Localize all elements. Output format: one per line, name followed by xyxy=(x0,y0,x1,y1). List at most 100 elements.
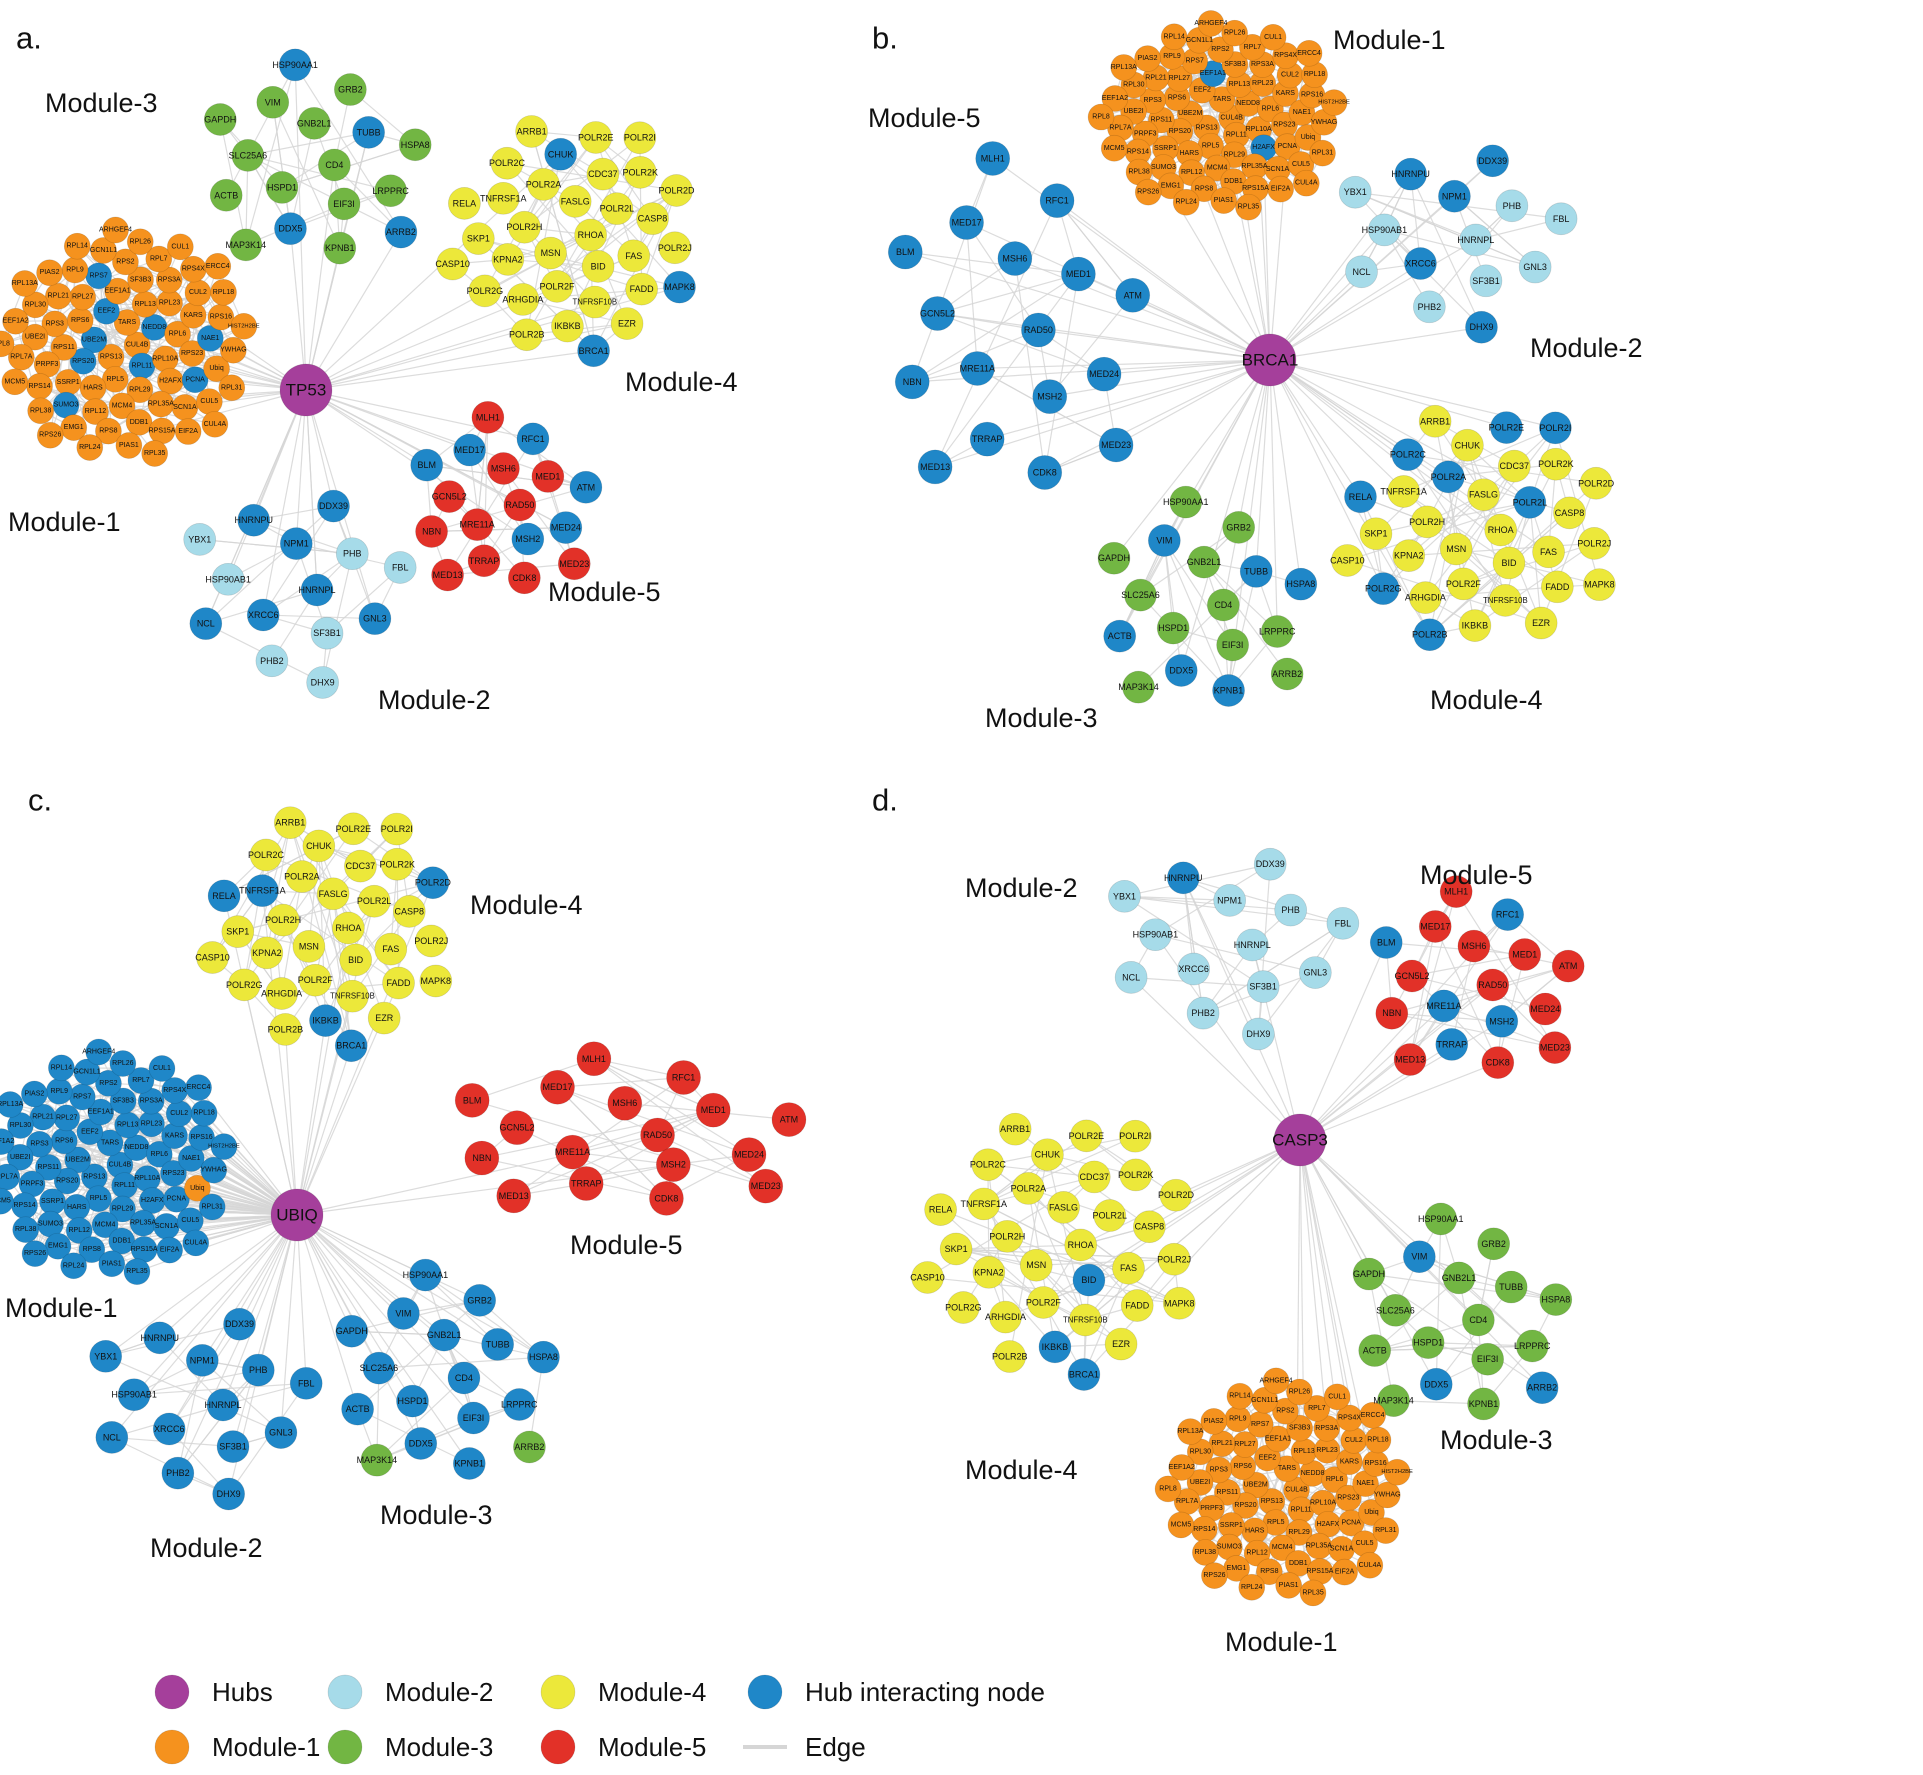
node-label-TNFRSF1A: TNFRSF1A xyxy=(961,1199,1008,1209)
node-RELA xyxy=(448,187,481,220)
node-Ubiq xyxy=(184,1174,211,1202)
node-label-RPL5: RPL5 xyxy=(90,1195,108,1202)
edge xyxy=(977,359,1271,370)
edge xyxy=(1269,326,1482,361)
edge xyxy=(431,526,566,533)
node-IKBKB xyxy=(1038,1330,1072,1364)
node-label-POLR2J: POLR2J xyxy=(1157,1254,1191,1264)
node-label-PHB: PHB xyxy=(249,1365,268,1375)
node-label-HSP90AB1: HSP90AB1 xyxy=(205,574,251,584)
node-label-RPL18: RPL18 xyxy=(1367,1436,1389,1443)
node-TRRAP xyxy=(1435,1028,1469,1061)
legend-label-module4: Module-4 xyxy=(598,1677,706,1707)
legend-label-module1: Module-1 xyxy=(212,1732,320,1762)
node-POLR2L xyxy=(357,884,391,918)
node-label-GAPDH: GAPDH xyxy=(204,114,236,124)
node-RPS26 xyxy=(36,421,64,449)
legend-swatch-module4 xyxy=(540,1674,576,1710)
node-EIF2A xyxy=(1267,175,1294,203)
node-RFC1 xyxy=(1491,898,1525,931)
node-ARHGEF4 xyxy=(85,1038,113,1066)
node-TNFRSF1A xyxy=(246,874,279,908)
node-DDX5 xyxy=(274,212,307,246)
node-label-RPS8: RPS8 xyxy=(83,1246,101,1253)
node-CD4 xyxy=(447,1361,481,1395)
node-label-SUMO3: SUMO3 xyxy=(1217,1544,1242,1551)
node-CASP8 xyxy=(636,202,669,236)
node-IKBKB xyxy=(551,309,584,343)
node-label-LRPPRC: LRPPRC xyxy=(372,186,409,196)
edge xyxy=(1140,594,1229,691)
edge xyxy=(1299,1020,1503,1141)
node-MSH6 xyxy=(997,241,1033,276)
node-label-FBL: FBL xyxy=(1335,918,1352,928)
node-label-CUL5: CUL5 xyxy=(181,1217,199,1224)
node-NPM1 xyxy=(1438,179,1471,213)
node-SKP1 xyxy=(939,1232,973,1266)
node-PIAS2 xyxy=(36,259,63,287)
edge xyxy=(296,1214,470,1464)
node-label-RPL26: RPL26 xyxy=(130,238,152,245)
node-label-RPL27: RPL27 xyxy=(56,1114,78,1121)
node-label-RPS3: RPS3 xyxy=(1143,97,1161,104)
node-TNFRSF10B xyxy=(578,285,612,319)
node-BID xyxy=(1492,546,1526,580)
node-ATM xyxy=(771,1102,807,1137)
node-label-PRPF3: PRPF3 xyxy=(1200,1505,1223,1512)
node-POLR2H xyxy=(1410,505,1444,539)
node-label-POLR2B: POLR2B xyxy=(1412,630,1448,640)
node-MAPK8 xyxy=(1583,568,1616,602)
node-label-TUBB: TUBB xyxy=(486,1339,510,1349)
node-label-GRB2: GRB2 xyxy=(1481,1239,1506,1249)
node-CDC37 xyxy=(1497,449,1531,483)
node-label-RPL10A: RPL10A xyxy=(1246,126,1272,133)
edge xyxy=(1411,953,1525,977)
node-ARRB2 xyxy=(1270,657,1304,691)
node-label-MAPK8: MAPK8 xyxy=(664,282,695,292)
edge xyxy=(1202,922,1344,1014)
hub-label-BRCA1: BRCA1 xyxy=(1242,351,1299,370)
node-EEF1A1 xyxy=(87,1098,115,1126)
node-label-ARRB1: ARRB1 xyxy=(1000,1124,1030,1134)
node-label-XRCC6: XRCC6 xyxy=(154,1424,185,1434)
node-MCM5 xyxy=(1167,1511,1195,1539)
edge xyxy=(232,1214,298,1447)
node-label-NBN: NBN xyxy=(1382,1008,1401,1018)
node-KPNB1 xyxy=(1467,1387,1500,1421)
node-label-BLM: BLM xyxy=(463,1095,482,1105)
node-DHX9 xyxy=(1465,310,1498,344)
edge xyxy=(201,1359,282,1434)
node-label-RPL38: RPL38 xyxy=(30,407,52,414)
node-label-SLC25A6: SLC25A6 xyxy=(1121,590,1160,600)
node-label-RPL5: RPL5 xyxy=(1267,1519,1285,1526)
node-label-CUL5: CUL5 xyxy=(1292,161,1310,168)
module-label-c-module4: Module-4 xyxy=(470,890,583,920)
edge xyxy=(1448,476,1570,514)
node-label-RPL11: RPL11 xyxy=(132,362,153,369)
edge xyxy=(1227,571,1257,691)
node-DDX39 xyxy=(223,1307,256,1341)
node-label-PRPF3: PRPF3 xyxy=(36,361,59,368)
node-label-MLH1: MLH1 xyxy=(1444,887,1468,897)
node-label-RPS7: RPS7 xyxy=(73,1094,91,1101)
node-RPL24 xyxy=(60,1252,87,1280)
node-label-NPM1: NPM1 xyxy=(190,1355,215,1365)
node-NCL xyxy=(1345,255,1378,289)
node-label-RPL24: RPL24 xyxy=(1175,199,1197,206)
edge xyxy=(289,123,315,229)
node-GCN5L2 xyxy=(432,480,466,513)
node-label-RPL29: RPL29 xyxy=(112,1206,134,1213)
node-label-ERCC4: ERCC4 xyxy=(206,263,230,270)
node-HSPD1 xyxy=(1156,611,1190,645)
edge xyxy=(593,1058,750,1156)
edge xyxy=(1434,926,1499,1063)
node-label-BID: BID xyxy=(591,261,607,271)
node-label-NEDD8: NEDD8 xyxy=(1301,1470,1325,1477)
node-KPNB1 xyxy=(323,231,357,265)
node-label-POLR2H: POLR2H xyxy=(506,222,542,232)
node-PHB2 xyxy=(1186,996,1220,1030)
edge xyxy=(1044,359,1271,474)
edge xyxy=(296,1045,352,1216)
node-RPL26 xyxy=(1221,19,1248,47)
